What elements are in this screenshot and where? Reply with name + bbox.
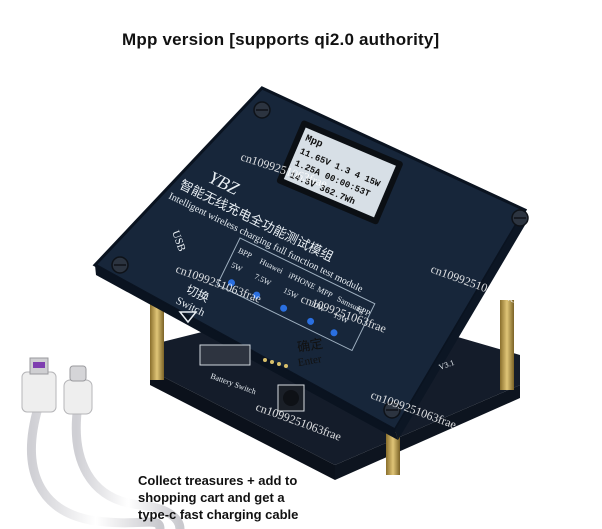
enter-label-cn: 确定 bbox=[296, 336, 324, 355]
led-icon bbox=[253, 291, 261, 299]
enter-label-en: Enter bbox=[297, 353, 323, 369]
promo-caption: Collect treasures + add to shopping cart… bbox=[138, 472, 348, 523]
led-icon bbox=[280, 304, 288, 312]
led-icon bbox=[227, 279, 235, 287]
standoff-right bbox=[500, 300, 514, 390]
arrow-down-icon bbox=[178, 311, 198, 324]
led-icon bbox=[307, 317, 315, 325]
caption-line-1: Collect treasures + add to bbox=[138, 473, 298, 488]
usb-port bbox=[199, 344, 251, 366]
caption-line-2: shopping cart and get a bbox=[138, 490, 285, 505]
caption-line-3: type-c fast charging cable bbox=[138, 507, 299, 522]
type-c-cable bbox=[21, 357, 185, 529]
headline-text: Mpp version [supports qi2.0 authority] bbox=[122, 30, 440, 49]
led-icon bbox=[330, 329, 338, 337]
